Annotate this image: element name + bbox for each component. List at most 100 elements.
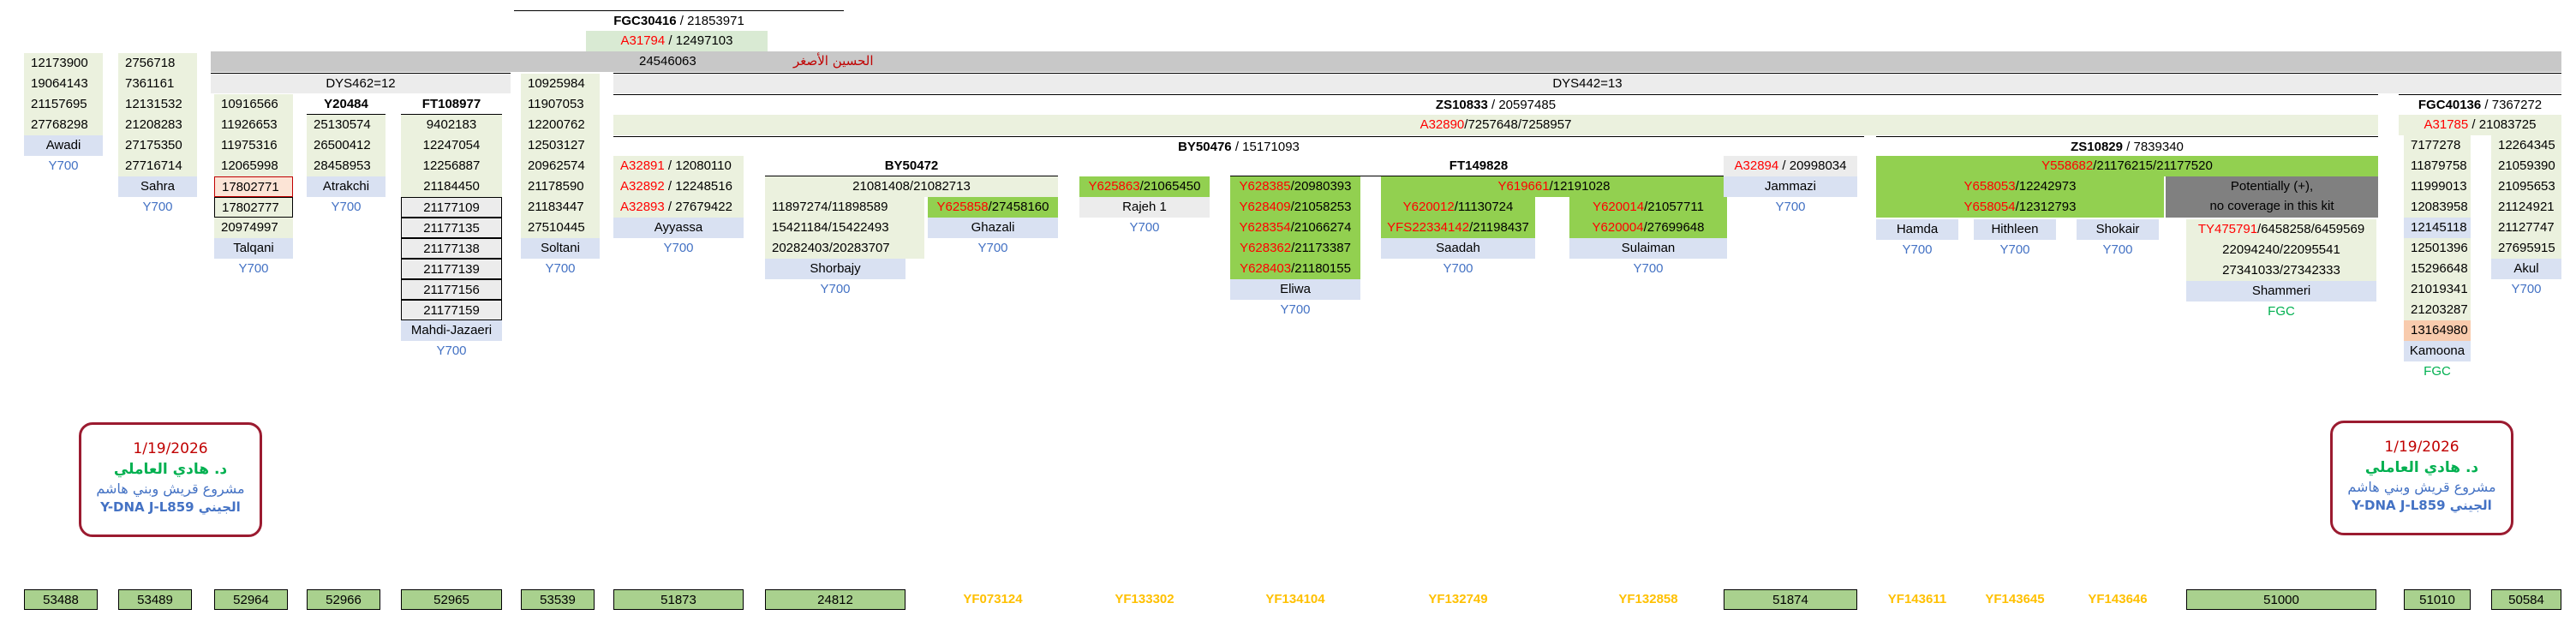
awadi-value: 12173900 bbox=[24, 53, 103, 74]
saadah-name: Saadah bbox=[1381, 238, 1535, 259]
hithleen-kit: Y700 bbox=[1999, 242, 2030, 257]
ayyassa-row: A32893 / 27679422 bbox=[613, 197, 744, 218]
mahdi-kit: Y700 bbox=[436, 343, 467, 358]
ghazali-red: Y625858 bbox=[936, 200, 989, 214]
talqani-value: 12065998 bbox=[214, 156, 293, 176]
fgc40136-rest: / 7367272 bbox=[2481, 98, 2543, 112]
stamp-name: د. هادي العاملي bbox=[2364, 459, 2479, 476]
y619661-row: Y619661/12191028 bbox=[1381, 176, 1727, 197]
y558682-red: Y558682 bbox=[2041, 158, 2094, 173]
atrakchi-value: 26500412 bbox=[307, 135, 386, 156]
talqani-name: Talqani bbox=[214, 238, 293, 259]
eliwa-red: Y628362 bbox=[1240, 241, 1292, 255]
shorbajy-value: 20282403/20283707 bbox=[765, 238, 924, 259]
y558682-rest: /21176215/21177520 bbox=[2093, 158, 2213, 173]
soltani-value: 11907053 bbox=[521, 94, 600, 115]
sahra-value: 12131532 bbox=[118, 94, 197, 115]
atrakchi-value: 25130574 bbox=[307, 115, 386, 135]
kit-number-ayyassa: 51873 bbox=[613, 589, 744, 610]
kamoona-value: 12501396 bbox=[2404, 238, 2471, 259]
akul-name: Akul bbox=[2491, 259, 2561, 279]
sulaiman-name: Sulaiman bbox=[1569, 238, 1727, 259]
shammeri-kit: FGC bbox=[2268, 304, 2295, 319]
shorbajy-value: 15421184/15422493 bbox=[765, 218, 924, 238]
soltani-value: 10925984 bbox=[521, 74, 600, 94]
eliwa-red: Y628385 bbox=[1239, 179, 1291, 194]
fgc30416-rest: / 21853971 bbox=[676, 14, 744, 28]
akul-value: 21095653 bbox=[2491, 176, 2561, 197]
kamoona-value: 7177278 bbox=[2404, 135, 2471, 156]
kit-number-yellow: YF134104 bbox=[1265, 592, 1325, 606]
shorbajy-name: Shorbajy bbox=[765, 259, 905, 279]
a31785-row: A31785 / 21083725 bbox=[2399, 115, 2561, 135]
akul-value: 12264345 bbox=[2491, 135, 2561, 156]
mahdi-boxed-value: 21177138 bbox=[401, 238, 502, 259]
fgc30416-header: FGC30416 / 21853971 bbox=[514, 10, 844, 31]
zs10833-row: ZS10833 / 20597485 bbox=[613, 94, 2378, 115]
zs10829-label: ZS10829 bbox=[2071, 140, 2123, 154]
eliwa-row: Y628385/20980393 bbox=[1230, 176, 1360, 197]
kit-number-sahra: 53489 bbox=[118, 589, 192, 610]
alhusayn-band: 24546063 الحسين الأصغر bbox=[211, 51, 2561, 72]
y619661-rest: /12191028 bbox=[1549, 179, 1611, 194]
y658053-red: Y658053 bbox=[1963, 179, 2016, 194]
by50472-sub: 21081408/21082713 bbox=[765, 176, 1058, 197]
saadah-red: YFS22334142 bbox=[1387, 220, 1470, 235]
dys462-row: DYS462=12 bbox=[211, 73, 511, 93]
mahdi-value: 12256887 bbox=[401, 156, 502, 176]
stamp-kit: Y-DNA J-L859 الجيني bbox=[2352, 498, 2492, 513]
akul-value: 21059390 bbox=[2491, 156, 2561, 176]
saadah-row: Y620012/11130724 bbox=[1381, 197, 1535, 218]
signature-stamp-right: 1/19/2026 د. هادي العاملي مشروع قريش وبن… bbox=[2330, 421, 2513, 535]
mahdi-value: 9402183 bbox=[401, 115, 502, 135]
sahra-value: 27716714 bbox=[118, 156, 197, 176]
soltani-value: 12200762 bbox=[521, 115, 600, 135]
y558682-row: Y558682/21176215/21177520 bbox=[1876, 156, 2378, 176]
awadi-kit: Y700 bbox=[48, 158, 79, 173]
kit-number-kamoona: 51010 bbox=[2404, 589, 2471, 610]
kamoona-peach-value: 13164980 bbox=[2404, 320, 2471, 341]
eliwa-row: Y628403/21180155 bbox=[1230, 259, 1360, 279]
kit-number-yellow: YF143646 bbox=[2088, 592, 2148, 606]
y619661-red: Y619661 bbox=[1497, 179, 1550, 194]
kit-number-akul: 50584 bbox=[2491, 589, 2561, 610]
soltani-value: 20962574 bbox=[521, 156, 600, 176]
shammeri-value: 22094240/22095541 bbox=[2186, 240, 2376, 260]
eliwa-rest: /21180155 bbox=[1291, 261, 1351, 276]
akul-value: 21124921 bbox=[2491, 197, 2561, 218]
kit-number-soltani: 53539 bbox=[521, 589, 595, 610]
ayyassa-row: A32891 / 12080110 bbox=[613, 156, 744, 176]
zs10829-row: ZS10829 / 7839340 bbox=[1876, 136, 2378, 157]
saadah-kit: Y700 bbox=[1443, 261, 1473, 276]
fgc40136-label: FGC40136 bbox=[2418, 98, 2482, 112]
kamoona-value: 12145118 bbox=[2404, 218, 2471, 238]
mahdi-name: Mahdi-Jazaeri bbox=[401, 320, 502, 341]
sahra-value: 2756718 bbox=[118, 53, 197, 74]
ayyassa-red: A32891 bbox=[620, 158, 665, 173]
mahdi-boxed-value: 21177156 bbox=[401, 279, 502, 300]
kit-number-yellow: YF132858 bbox=[1618, 592, 1678, 606]
ayyassa-kit: Y700 bbox=[663, 241, 694, 255]
jammazi-red: A32894 bbox=[1734, 158, 1779, 173]
rajeh-row: Y625863/21065450 bbox=[1079, 176, 1210, 197]
a32890-rest: /7257648/7258957 bbox=[1464, 117, 1572, 132]
atrakchi-name: Atrakchi bbox=[307, 176, 386, 197]
eliwa-kit: Y700 bbox=[1280, 302, 1311, 317]
shammeri-value: 27341033/27342333 bbox=[2186, 260, 2376, 281]
eliwa-red: Y628403 bbox=[1240, 261, 1292, 276]
y658054-rest: /12312793 bbox=[2015, 200, 2077, 214]
mahdi-boxed-value: 21177159 bbox=[401, 300, 502, 320]
stamp-project: مشروع قريش وبني هاشم bbox=[96, 481, 245, 497]
kit-number-yellow: YF143611 bbox=[1887, 592, 1947, 606]
b24546063-label: 24546063 bbox=[639, 54, 696, 69]
sulaiman-row: Y620004/27699648 bbox=[1569, 218, 1727, 238]
eliwa-rest: /20980393 bbox=[1290, 179, 1352, 194]
saadah-rest: /21198437 bbox=[1469, 220, 1529, 235]
saadah-red: Y620012 bbox=[1402, 200, 1455, 214]
kit-number-atrakchi: 52966 bbox=[307, 589, 380, 610]
signature-stamp-left: 1/19/2026 د. هادي العاملي مشروع قريش وبن… bbox=[79, 422, 262, 537]
y658053-rest: /12242973 bbox=[2015, 179, 2077, 194]
stamp-name: د. هادي العاملي bbox=[113, 461, 228, 478]
ft108977-header: FT108977 bbox=[401, 94, 502, 115]
